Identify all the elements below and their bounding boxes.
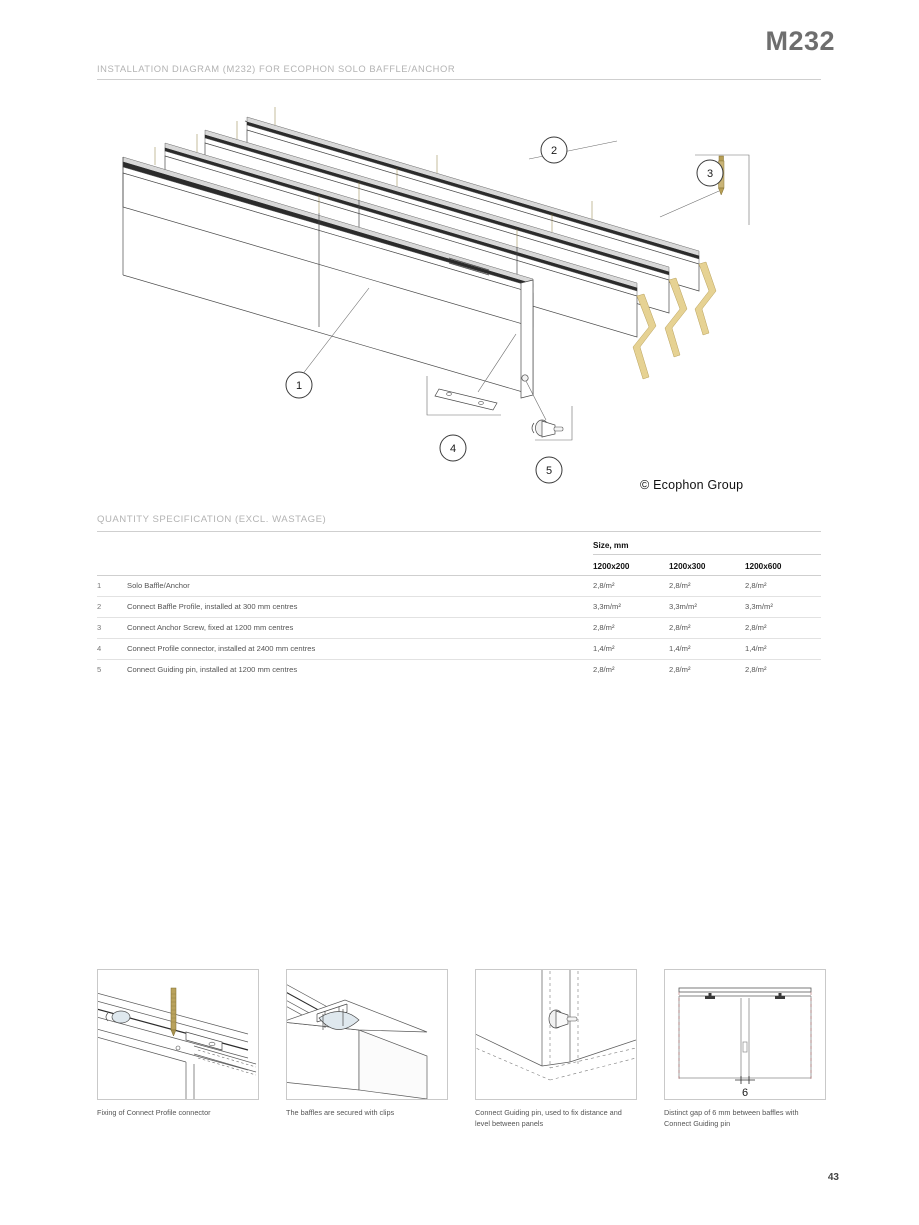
baffle-row-front xyxy=(122,147,534,399)
table-row: 4 Connect Profile connector, installed a… xyxy=(97,638,821,660)
row-value-1200x300: 2,8/m² xyxy=(669,575,745,597)
table-row: 3 Connect Anchor Screw, fixed at 1200 mm… xyxy=(97,617,821,639)
row-value-1200x600: 2,8/m² xyxy=(745,617,821,639)
callout-1: 1 xyxy=(285,287,370,399)
quantity-table: Size, mm 1200x200 1200x300 1200x600 1 So… xyxy=(97,532,821,680)
header-blank-num xyxy=(97,554,127,576)
callout-3: 3 xyxy=(659,154,750,225)
row-value-1200x600: 2,8/m² xyxy=(745,575,821,597)
page-number: 43 xyxy=(827,1172,839,1183)
screw-icon xyxy=(170,987,177,1037)
detail-caption-3: Connect Guiding pin, used to fix distanc… xyxy=(475,1108,622,1128)
detail-caption-4: Distinct gap of 6 mm between baffles wit… xyxy=(664,1108,799,1128)
callout-2: 2 xyxy=(528,136,618,164)
table-column-header: 1200x200 1200x300 1200x600 xyxy=(97,554,821,576)
callout-3-label: 3 xyxy=(707,168,713,180)
detail-image-4: 6 xyxy=(664,969,826,1100)
detail-panel-2: The baffles are secured with clips xyxy=(286,969,448,1129)
row-value-1200x200: 2,8/m² xyxy=(593,665,615,675)
row-value-1200x600: 3,3m/m² xyxy=(745,596,821,618)
row-value-1200x300: 1,4/m² xyxy=(669,638,745,660)
spacer-cell xyxy=(97,532,127,554)
detail-panels: Fixing of Connect Profile connector xyxy=(97,969,826,1129)
column-header-1200x600: 1200x600 xyxy=(745,554,821,576)
row-value-1200x200: 2,8/m² xyxy=(593,575,669,597)
callout-4-label: 4 xyxy=(450,443,456,455)
detail-caption-1: Fixing of Connect Profile connector xyxy=(97,1108,211,1117)
row-number: 4 xyxy=(97,638,127,660)
callout-5-label: 5 xyxy=(546,465,552,477)
callout-1-label: 1 xyxy=(296,380,302,392)
installation-diagram: .pl { fill:none; stroke:#4a4a4a; stroke-… xyxy=(97,95,821,505)
row-description: Connect Profile connector, installed at … xyxy=(127,638,593,660)
copyright-notice: © Ecophon Group xyxy=(640,478,744,492)
spacer-cell xyxy=(127,532,593,554)
row-number: 5 xyxy=(97,665,102,675)
row-number: 2 xyxy=(97,596,127,618)
detail-panel-1: Fixing of Connect Profile connector xyxy=(97,969,259,1129)
row-value-1200x200: 2,8/m² xyxy=(593,617,669,639)
detail-caption-2: The baffles are secured with clips xyxy=(286,1108,395,1117)
column-header-1200x200: 1200x200 xyxy=(593,554,669,576)
row-number: 1 xyxy=(97,575,127,597)
guiding-pin-icon xyxy=(548,1009,578,1029)
row-description: Connect Anchor Screw, fixed at 1200 mm c… xyxy=(127,617,593,639)
profile-connector-plate-icon xyxy=(434,388,498,411)
quantity-specification-title: QUANTITY SPECIFICATION (EXCL. WASTAGE) xyxy=(97,514,821,532)
table-row: 5 Connect Guiding pin, installed at 1200… xyxy=(97,659,821,680)
size-group-label: Size, mm xyxy=(593,532,821,555)
row-description: Solo Baffle/Anchor xyxy=(127,575,593,597)
guiding-pin-icon xyxy=(531,419,564,438)
detail-panel-4: 6 Distinct gap of 6 mm between baffles w… xyxy=(664,969,826,1129)
document-title: INSTALLATION DIAGRAM (M232) FOR ECOPHON … xyxy=(97,63,456,74)
row-value-1200x300: 3,3m/m² xyxy=(669,596,745,618)
detail-image-3 xyxy=(475,969,637,1100)
row-description: Connect Guiding pin, installed at 1200 m… xyxy=(127,665,298,675)
page-code: M232 xyxy=(765,26,835,56)
quantity-specification-section: QUANTITY SPECIFICATION (EXCL. WASTAGE) S… xyxy=(97,514,821,680)
callout-5: 5 xyxy=(525,380,573,484)
row-number: 3 xyxy=(97,617,127,639)
column-header-1200x300: 1200x300 xyxy=(669,554,745,576)
table-row: 1 Solo Baffle/Anchor 2,8/m² 2,8/m² 2,8/m… xyxy=(97,575,821,597)
row-description: Connect Baffle Profile, installed at 300… xyxy=(127,596,593,618)
row-value-1200x300: 2,8/m² xyxy=(669,665,691,675)
dimension-label: 6 xyxy=(742,1087,748,1099)
detail-panel-3: Connect Guiding pin, used to fix distanc… xyxy=(475,969,637,1129)
table-size-group-header: Size, mm xyxy=(97,532,821,555)
row-value-1200x200: 1,4/m² xyxy=(593,638,669,660)
table-row: 2 Connect Baffle Profile, installed at 3… xyxy=(97,596,821,618)
detail-image-2 xyxy=(286,969,448,1100)
header-blank-desc xyxy=(127,554,593,576)
callout-2-label: 2 xyxy=(551,145,557,157)
row-value-1200x600: 2,8/m² xyxy=(745,665,767,675)
callout-4: 4 xyxy=(426,333,517,462)
document-header: INSTALLATION DIAGRAM (M232) FOR ECOPHON … xyxy=(97,63,821,80)
detail-image-1 xyxy=(97,969,259,1100)
row-value-1200x300: 2,8/m² xyxy=(669,617,745,639)
row-value-1200x600: 1,4/m² xyxy=(745,638,821,660)
row-value-1200x200: 3,3m/m² xyxy=(593,596,669,618)
